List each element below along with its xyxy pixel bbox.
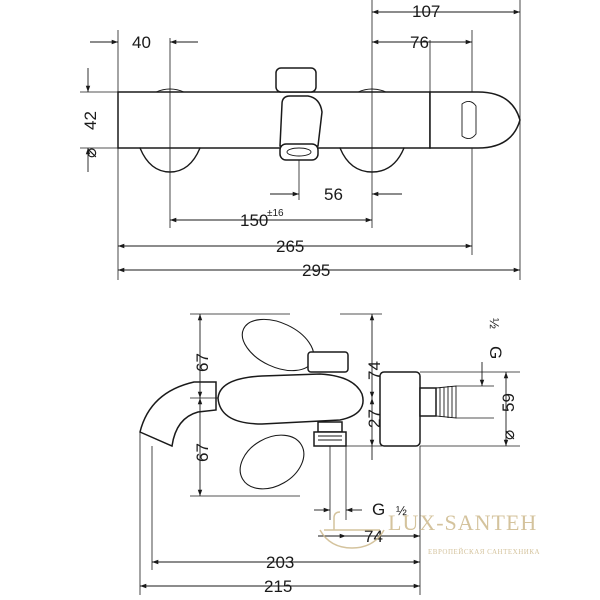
g-half-bottom-g: G xyxy=(372,500,385,519)
top-view: 107 40 76 42 ⌀ 56 150 ±16 265 xyxy=(80,0,521,280)
side-view: 67 67 74 27 G ½ xyxy=(139,313,520,596)
dim-42-label: 42 xyxy=(81,111,100,130)
g-half-bottom-fraction: ½ xyxy=(396,503,407,518)
dim-265-label: 265 xyxy=(276,237,304,256)
dim-203-label: 203 xyxy=(266,553,294,572)
mixer-body-top xyxy=(117,91,431,149)
dim-150-tolerance: ±16 xyxy=(267,208,284,219)
dim-59-label: 59 xyxy=(499,393,518,412)
spout-outlet-top xyxy=(279,143,319,161)
dim-67-bottom-label: 67 xyxy=(193,443,212,462)
watermark: LUX-SANTEH ЕВРОПЕЙСКАЯ САНТЕХНИКА xyxy=(319,510,540,556)
watermark-bathtub-logo xyxy=(319,511,385,549)
end-cap-grip-top xyxy=(461,101,477,139)
dim-150-label: 150 xyxy=(240,211,268,230)
dim-42-diameter-symbol: ⌀ xyxy=(81,148,100,158)
dim-67-top-label: 67 xyxy=(193,353,212,372)
watermark-brand: LUX-SANTEH xyxy=(388,510,537,535)
g-half-right-fraction: ½ xyxy=(487,318,502,329)
dim-74-bottom-label: 74 xyxy=(364,527,383,546)
dim-295-label: 295 xyxy=(302,261,330,280)
dim-74-label: 74 xyxy=(365,361,384,380)
wall-flange-side xyxy=(379,371,421,447)
diverter-knob-top xyxy=(275,67,317,93)
dim-76-label: 76 xyxy=(410,33,429,52)
dim-27-label: 27 xyxy=(365,409,384,428)
dim-107-label: 107 xyxy=(412,2,440,21)
end-cap-top xyxy=(429,91,521,149)
dim-56-label: 56 xyxy=(324,185,343,204)
mixer-body-side xyxy=(217,373,364,425)
spout-side xyxy=(139,381,217,448)
dim-215-label: 215 xyxy=(264,577,292,596)
lever-ghost-down xyxy=(239,434,305,490)
spout-top xyxy=(279,95,323,147)
g-half-right-g: G xyxy=(486,346,505,359)
dim-59-diameter-symbol: ⌀ xyxy=(499,430,518,440)
diverter-knob-side xyxy=(307,351,349,373)
watermark-tagline: ЕВРОПЕЙСКАЯ САНТЕХНИКА xyxy=(428,548,540,556)
dim-40-label: 40 xyxy=(132,33,151,52)
thread-connection xyxy=(435,385,457,419)
